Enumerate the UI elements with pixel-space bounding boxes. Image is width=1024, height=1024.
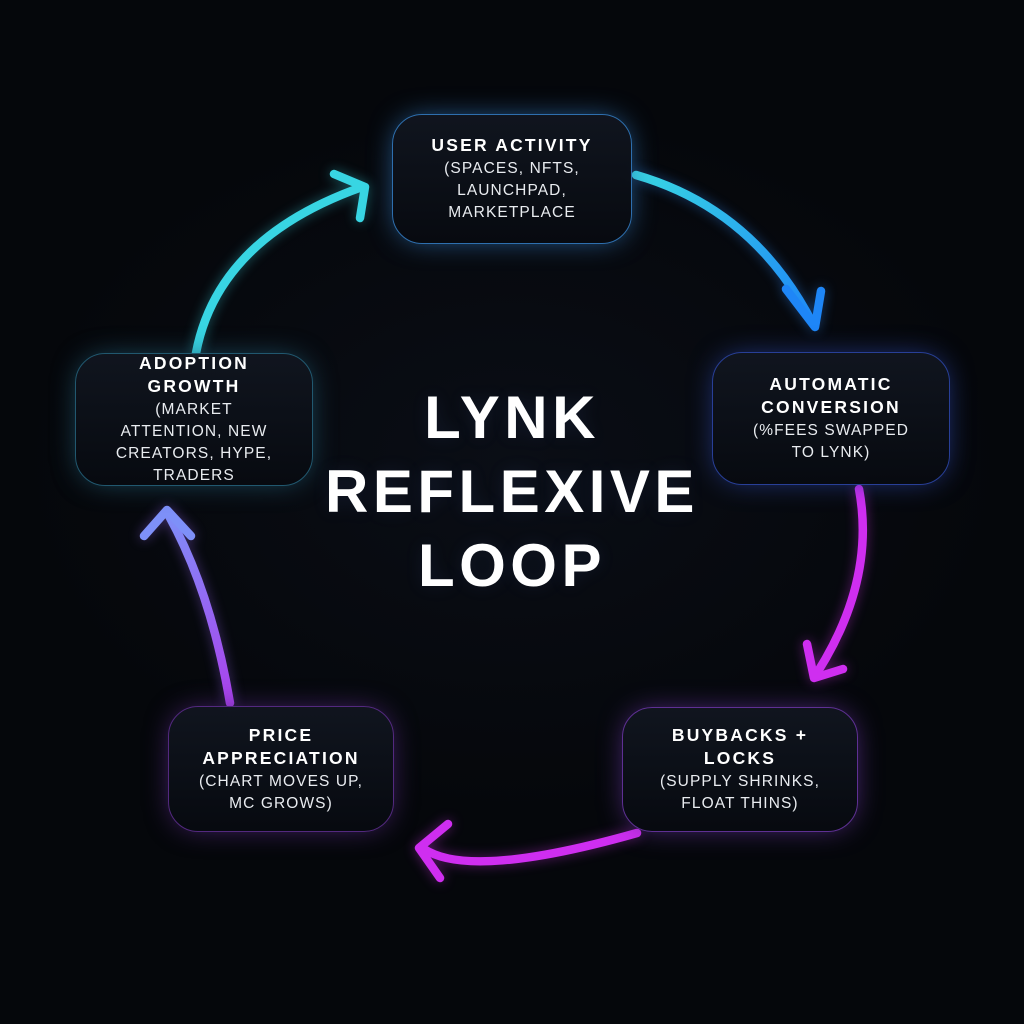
page-title-line-3: LOOP — [417, 532, 606, 599]
arrow-price-to-adoption-head-icon — [139, 505, 196, 541]
arrow-automatic-to-buybacks — [802, 484, 868, 683]
arrow-user-to-automatic-head-icon — [781, 284, 826, 332]
arrow-automatic-to-buybacks-head-icon — [802, 639, 848, 683]
node-buybacks-locks: BUYBACKS + LOCKS (SUPPLY SHRINKS, FLOAT … — [622, 707, 858, 832]
page-title-line-2: REFLEXIVE — [325, 458, 699, 525]
node-subtitle: (CHART MOVES UP, MC GROWS) — [198, 772, 364, 812]
node-subtitle: (SPACES, NFTS, LAUNCHPAD, MARKETPLACE — [444, 160, 580, 221]
node-user-activity: USER ACTIVITY (SPACES, NFTS, LAUNCHPAD, … — [392, 114, 632, 244]
node-title: BUYBACKS + LOCKS — [671, 725, 809, 768]
node-adoption-growth: ADOPTION GROWTH (MARKET ATTENTION, NEW C… — [75, 353, 313, 486]
arrow-automatic-to-buybacks-shaft — [812, 484, 868, 678]
node-automatic-conversion: AUTOMATIC CONVERSION (%FEES SWAPPED TO L… — [712, 352, 950, 485]
arrow-buybacks-to-price-head-icon — [414, 819, 453, 883]
node-title: PRICE APPRECIATION — [202, 724, 360, 768]
arrow-user-to-automatic — [631, 170, 826, 332]
page-title-line-1: LYNK — [424, 384, 600, 451]
arrow-price-to-adoption-shaft — [164, 511, 235, 708]
node-title: ADOPTION GROWTH — [139, 353, 249, 396]
arrow-adoption-to-user — [191, 169, 370, 358]
node-subtitle: (%FEES SWAPPED TO LYNK) — [752, 422, 910, 461]
arrow-price-to-adoption — [139, 505, 235, 708]
arrow-buybacks-to-price-shaft — [419, 828, 642, 866]
node-subtitle: (SUPPLY SHRINKS, FLOAT THINS) — [659, 773, 820, 812]
arrow-buybacks-to-price — [414, 819, 642, 883]
arrow-adoption-to-user-head-icon — [329, 169, 370, 223]
page-title: LYNK REFLEXIVE LOOP — [0, 381, 1024, 603]
arrow-user-to-automatic-shaft — [631, 170, 818, 329]
arrow-adoption-to-user-shaft — [191, 182, 367, 358]
node-subtitle: (MARKET ATTENTION, NEW CREATORS, HYPE, T… — [115, 401, 273, 484]
node-title: USER ACTIVITY — [431, 135, 593, 155]
node-price-appreciation: PRICE APPRECIATION (CHART MOVES UP, MC G… — [168, 706, 394, 832]
node-title: AUTOMATIC CONVERSION — [761, 374, 901, 417]
